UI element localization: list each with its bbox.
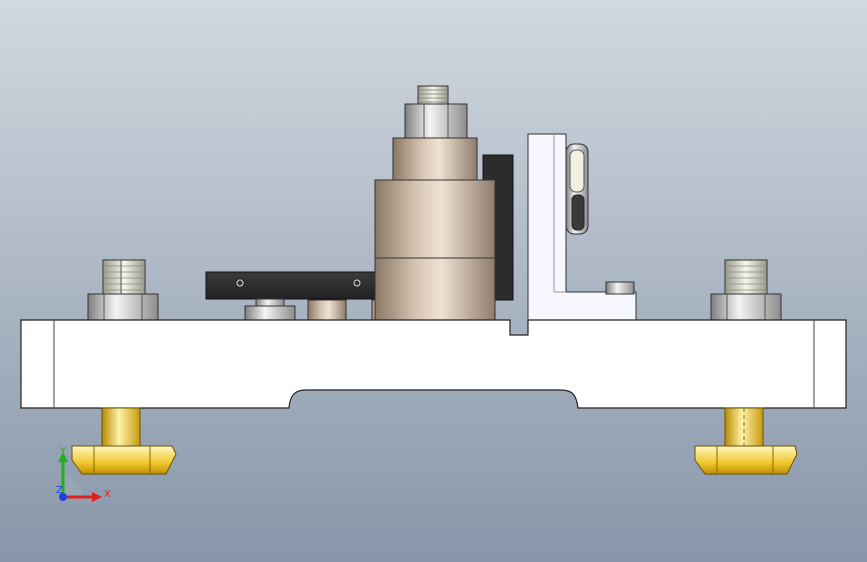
base-plate[interactable] bbox=[20, 319, 847, 409]
right-leveling-foot[interactable] bbox=[694, 407, 798, 475]
y-axis-arrow-icon bbox=[58, 452, 68, 462]
y-axis-label: Y bbox=[59, 446, 67, 457]
left-stud-nut[interactable] bbox=[87, 259, 159, 321]
angle-bracket[interactable] bbox=[527, 133, 637, 321]
z-axis-dot bbox=[59, 493, 67, 501]
left-leveling-foot[interactable] bbox=[71, 407, 177, 475]
right-stud-nut[interactable] bbox=[710, 259, 782, 321]
black-link-bar[interactable] bbox=[205, 271, 377, 300]
x-axis-label: X bbox=[104, 489, 111, 500]
coordinate-triad: Y X Z bbox=[56, 446, 111, 502]
roller-bearing[interactable] bbox=[565, 143, 589, 235]
triad-arc bbox=[63, 477, 83, 497]
z-axis-label: Z bbox=[56, 485, 63, 496]
center-column-assembly[interactable] bbox=[374, 85, 496, 321]
bronze-spacer[interactable] bbox=[307, 299, 347, 321]
x-axis-arrow-icon bbox=[92, 492, 102, 502]
steel-washer-left[interactable] bbox=[244, 298, 296, 321]
